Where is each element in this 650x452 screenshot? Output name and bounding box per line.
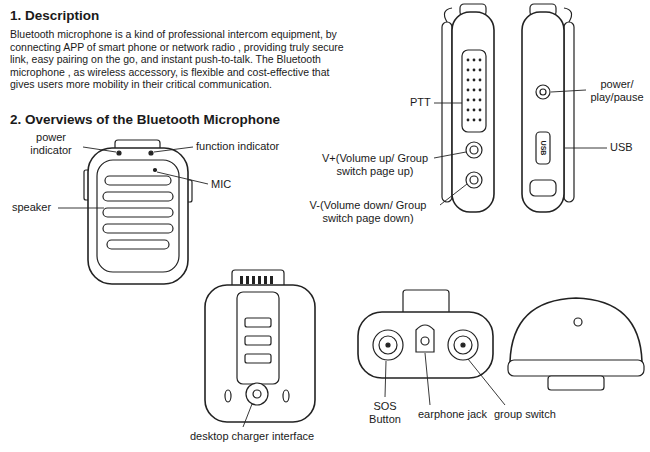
device-print: USB: [539, 141, 547, 156]
front-view: [84, 140, 192, 284]
part-label: SOS Button: [362, 400, 408, 426]
part-label: function indicator: [196, 140, 279, 153]
side-view-power: [522, 4, 574, 212]
part-label: V+(Volume up/ Group switch page up): [310, 152, 440, 178]
section-heading: 2. Overviews of the Bluetooth Microphone: [10, 112, 280, 128]
part-label: USB: [610, 141, 633, 154]
section-heading: 1. Description: [10, 8, 99, 24]
back-view: [205, 270, 315, 422]
part-label: group switch: [494, 408, 556, 421]
part-label: V-(Volume down/ Group switch page down): [296, 199, 440, 225]
side-view-ptt: [442, 4, 494, 212]
part-label: speaker: [12, 201, 51, 214]
part-label: desktop charger interface: [190, 430, 314, 443]
part-label: MIC: [211, 178, 231, 191]
part-label: earphone jack: [418, 408, 487, 421]
description-text: Bluetooth microphone is a kind of profes…: [10, 28, 345, 91]
part-label: PTT: [410, 96, 431, 109]
part-label: power indicator: [20, 131, 82, 157]
leader-lines: [58, 90, 607, 427]
profile-view: [508, 298, 644, 390]
part-label: power/ play/pause: [588, 78, 646, 104]
